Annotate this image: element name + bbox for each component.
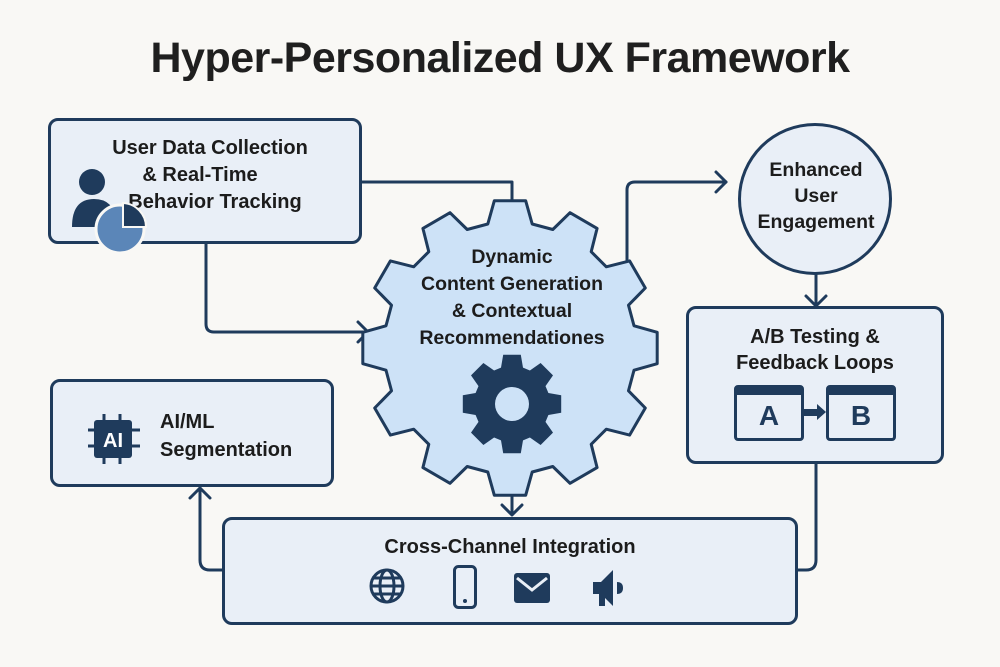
arrow-head — [500, 503, 524, 517]
arrow-head — [188, 486, 212, 500]
cross-channel-integration-box[interactable] — [222, 517, 798, 625]
ai-ml-segmentation-label: AI/ML Segmentation — [160, 408, 320, 464]
user-data-collection-label: User Data Collection & Real-Time Behavio… — [96, 135, 324, 216]
label-line: Dynamic — [471, 246, 553, 268]
ai-chip-label: AI — [103, 430, 123, 452]
globe-icon — [369, 568, 405, 604]
label-line: Feedback Loops — [736, 352, 894, 374]
label-line: Enhanced — [769, 159, 863, 181]
connector-gear-to-engagement — [625, 180, 728, 262]
label-line: Recommendationes — [419, 327, 605, 349]
arrow-head — [714, 170, 728, 194]
label-line: User — [794, 185, 838, 207]
label-line: & Contextual — [451, 300, 573, 322]
label-line: AI/ML — [160, 411, 215, 433]
label-line: Engagement — [757, 211, 875, 233]
user-analytics-icon — [72, 169, 148, 255]
connector-userdata-to-gear-top — [360, 180, 514, 202]
label-line: & Real-Time — [142, 164, 258, 186]
ab-testing-label: A/B Testing & Feedback Loops — [700, 324, 930, 376]
label-line: Segmentation — [160, 439, 293, 461]
connector-userdata-to-gear-left — [204, 240, 370, 334]
enhanced-user-engagement-node[interactable] — [738, 123, 892, 275]
megaphone-icon — [593, 570, 623, 606]
dynamic-content-label: Dynamic Content Generation & Contextual … — [392, 244, 632, 352]
cross-channel-integration-label: Cross-Channel Integration — [384, 536, 636, 558]
dynamic-content-gear[interactable] — [360, 198, 660, 498]
variant-a-window: A — [734, 385, 804, 441]
ab-testing-box[interactable] — [686, 306, 944, 464]
arrow-right-icon — [802, 409, 818, 416]
label-line: Behavior Tracking — [128, 191, 302, 213]
email-icon — [514, 573, 550, 603]
connector-abtesting-to-crosschannel — [796, 461, 818, 572]
label-line: Content Generation — [420, 273, 603, 295]
diagram-title: Hyper-Personalized UX Framework — [150, 34, 850, 82]
enhanced-user-engagement-label: Enhanced User Engagement — [748, 157, 884, 235]
gear-outline — [361, 199, 659, 497]
mobile-phone-icon — [453, 565, 477, 609]
connector-crosschannel-to-aiml — [198, 486, 226, 572]
label-line: A/B Testing & — [750, 326, 880, 348]
gear-icon — [462, 354, 562, 454]
ab-window-icon: A B — [734, 385, 898, 445]
label-line: User Data Collection — [112, 137, 308, 159]
ai-chip-icon: AI — [88, 414, 140, 464]
variant-b-window: B — [826, 385, 896, 441]
arrow-right-icon-head — [817, 404, 826, 420]
